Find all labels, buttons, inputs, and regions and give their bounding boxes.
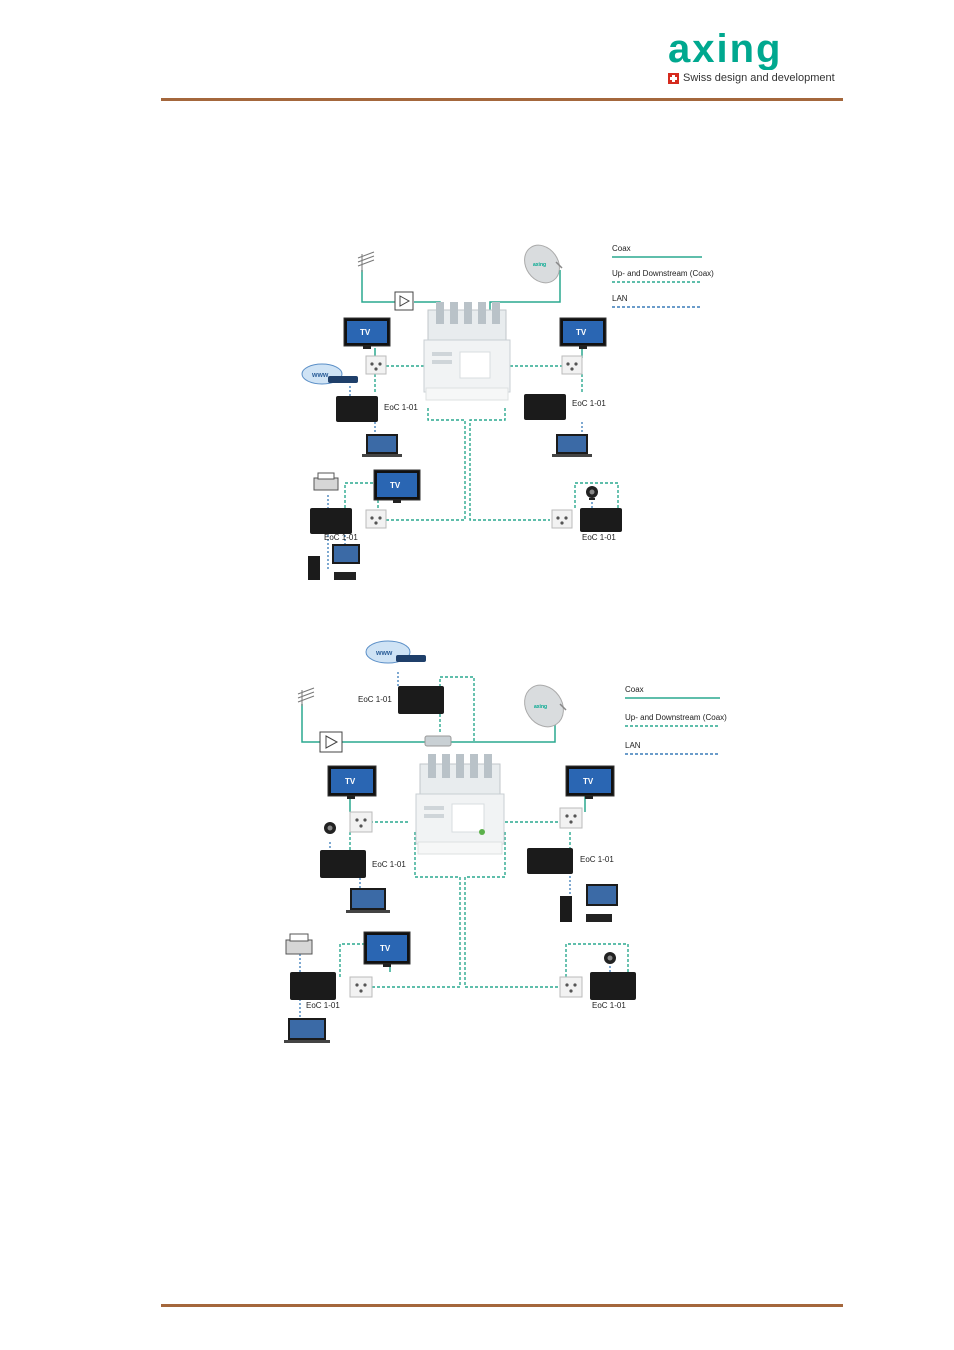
tv-icon: TV bbox=[363, 931, 411, 967]
internet-router-icon: www bbox=[365, 640, 426, 664]
legend-lan-label: LAN bbox=[625, 741, 641, 750]
tv-icon: TV bbox=[559, 317, 607, 349]
laptop-icon bbox=[552, 434, 592, 457]
eoc-label: EoC 1-01 bbox=[324, 533, 358, 542]
multiswitch-icon bbox=[415, 754, 505, 855]
www-label: www bbox=[375, 650, 393, 657]
tv-icon: TV bbox=[565, 765, 615, 799]
updown-lines-1 bbox=[344, 365, 619, 521]
swiss-flag-icon bbox=[668, 72, 679, 84]
eoc-modem-icon bbox=[310, 508, 352, 534]
wall-outlet-icon bbox=[349, 976, 373, 998]
legend-1: Coax Up- and Downstream (Coax) LAN bbox=[612, 244, 714, 308]
multiswitch-icon bbox=[423, 302, 511, 401]
satellite-dish-icon: axing bbox=[524, 244, 563, 284]
www-label: www bbox=[311, 372, 329, 379]
axing-logo-text: axing bbox=[668, 30, 782, 70]
dish-brand-label: axing bbox=[534, 704, 547, 710]
dish-brand-label: axing bbox=[533, 262, 546, 268]
eoc-modem-icon bbox=[527, 848, 573, 874]
eoc-label: EoC 1-01 bbox=[358, 695, 392, 704]
eoc-label: EoC 1-01 bbox=[580, 855, 614, 864]
tv-label: TV bbox=[390, 481, 401, 490]
tv-icon: TV bbox=[327, 765, 377, 799]
satellite-dish-icon: axing bbox=[524, 684, 567, 728]
wall-outlet-icon bbox=[365, 509, 387, 529]
internet-router-icon: www bbox=[301, 363, 358, 385]
legend-coax-label: Coax bbox=[625, 685, 644, 694]
network-diagram-1: Coax Up- and Downstream (Coax) LAN bbox=[300, 240, 720, 590]
tv-label: TV bbox=[576, 328, 587, 337]
printer-icon bbox=[285, 933, 313, 955]
tagline: Swiss design and development bbox=[668, 72, 835, 84]
header-rule bbox=[161, 98, 843, 101]
laptop-icon bbox=[362, 434, 402, 457]
webcam-icon bbox=[604, 952, 616, 964]
footer-rule bbox=[161, 1304, 843, 1307]
tv-label: TV bbox=[360, 328, 371, 337]
wall-outlet-icon bbox=[365, 355, 387, 375]
legend-lan-label: LAN bbox=[612, 294, 628, 303]
printer-icon bbox=[313, 472, 339, 491]
amplifier-icon bbox=[394, 291, 414, 311]
laptop-icon bbox=[284, 1018, 330, 1043]
network-diagram-2: Coax Up- and Downstream (Coax) LAN bbox=[280, 632, 730, 1052]
wall-outlet-icon bbox=[561, 355, 583, 375]
eoc-modem-icon bbox=[590, 972, 636, 1000]
desktop-pc-icon bbox=[308, 544, 360, 580]
wall-outlet-icon bbox=[559, 976, 583, 998]
wall-outlet-icon bbox=[349, 811, 373, 833]
eoc-label: EoC 1-01 bbox=[372, 860, 406, 869]
tv-label: TV bbox=[380, 944, 391, 953]
legend-2: Coax Up- and Downstream (Coax) LAN bbox=[625, 685, 727, 755]
eoc-label: EoC 1-01 bbox=[572, 399, 606, 408]
eoc-label: EoC 1-01 bbox=[306, 1001, 340, 1010]
terrestrial-antenna-icon bbox=[357, 251, 375, 272]
eoc-modem-icon bbox=[398, 686, 444, 714]
tv-icon: TV bbox=[373, 469, 421, 503]
eoc-label: EoC 1-01 bbox=[384, 403, 418, 412]
tv-label: TV bbox=[583, 777, 594, 786]
tv-icon: TV bbox=[343, 317, 391, 349]
tv-label: TV bbox=[345, 777, 356, 786]
eoc-modem-icon bbox=[524, 394, 566, 420]
webcam-icon bbox=[586, 486, 598, 500]
wall-outlet-icon bbox=[559, 807, 583, 829]
eoc-modem-icon bbox=[320, 850, 366, 878]
diplexer-icon bbox=[424, 735, 452, 747]
eoc-label: EoC 1-01 bbox=[592, 1001, 626, 1010]
legend-updown-label: Up- and Downstream (Coax) bbox=[625, 713, 727, 722]
tagline-text: Swiss design and development bbox=[683, 72, 835, 84]
legend-updown-label: Up- and Downstream (Coax) bbox=[612, 269, 714, 278]
amplifier-icon bbox=[319, 731, 343, 753]
eoc-label: EoC 1-01 bbox=[582, 533, 616, 542]
desktop-pc-icon bbox=[560, 884, 618, 922]
legend-coax-label: Coax bbox=[612, 244, 631, 253]
terrestrial-antenna-icon bbox=[297, 687, 315, 706]
eoc-modem-icon bbox=[290, 972, 336, 1000]
eoc-modem-icon bbox=[336, 396, 378, 422]
wall-outlet-icon bbox=[551, 509, 573, 529]
webcam-icon bbox=[324, 822, 336, 834]
eoc-modem-icon bbox=[580, 508, 622, 532]
laptop-icon bbox=[346, 888, 390, 913]
axing-logo: axing bbox=[668, 30, 848, 90]
